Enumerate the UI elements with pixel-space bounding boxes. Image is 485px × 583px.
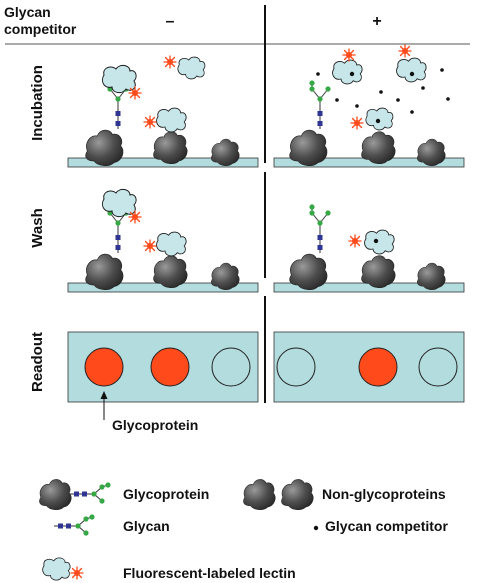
non-glycoprotein-shape: [211, 138, 240, 167]
fluorophore: [143, 115, 157, 129]
legend-lectin: Fluorescent-labeled lectin: [42, 557, 296, 581]
legend-lectin-label: Fluorescent-labeled lectin: [123, 565, 296, 581]
fluorophore: [342, 48, 356, 62]
well-empty: [418, 347, 458, 387]
glycan-competitor-dot: [375, 118, 381, 124]
glycan-icon: [53, 513, 96, 537]
glycan-competitor-dot: [409, 71, 415, 77]
plus-column-header: +: [372, 13, 381, 30]
free-competitor-dots: [316, 68, 450, 114]
readout-pointer-label: Glycoprotein: [112, 417, 198, 433]
wash-plus-panel: [273, 203, 465, 293]
well-empty: [276, 347, 316, 387]
legend-glycan-competitor-label: Glycan competitor: [325, 518, 448, 534]
fluorophore: [348, 234, 362, 248]
legend: Glycoprotein Non-glycoproteins Glycan Gl…: [39, 479, 448, 581]
glycan-chain: [308, 203, 332, 254]
non-glycoprotein-shape: [417, 138, 446, 167]
row-label-incubation: Incubation: [29, 65, 46, 141]
glycan-competitor-dot: [349, 71, 355, 77]
non-glycoprotein-shape: [211, 262, 240, 291]
glycoprotein-icon: [39, 479, 72, 511]
non-glycoprotein-shape: [361, 131, 396, 165]
lectin-shape: [364, 229, 395, 255]
incubation-plus-panel: [273, 44, 465, 168]
competitor-label-line2: competitor: [4, 21, 77, 37]
lectin-shape: [332, 59, 363, 85]
legend-non-glycoproteins-label: Non-glycoproteins: [322, 486, 446, 502]
wash-minus-panel: [67, 188, 259, 293]
readout-pointer: Glycoprotein: [100, 391, 198, 433]
fluorophore-icon: [70, 566, 84, 580]
readout-wells-minus: [84, 347, 251, 387]
glycan-icon: [69, 481, 112, 505]
legend-glycan: Glycan: [53, 513, 170, 537]
glycan-competitor-dot: [373, 238, 379, 244]
row-label-readout: Readout: [29, 332, 46, 392]
well-fluorescent: [84, 347, 124, 387]
lectin-shape: [156, 231, 187, 257]
glycoprotein-shape: [289, 129, 328, 167]
non-glycoprotein-shape: [361, 255, 396, 289]
competitor-label-line1: Glycan: [4, 4, 51, 20]
well-empty: [211, 347, 251, 387]
lectin-shape: [396, 57, 427, 83]
glycoprotein-shape: [85, 129, 124, 167]
glycan-chain: [308, 79, 332, 130]
glycoprotein-shape: [85, 253, 124, 291]
glycoprotein-shape: [289, 253, 328, 291]
legend-glycan-label: Glycan: [123, 518, 170, 534]
fluorophore: [163, 55, 177, 69]
non-glycoprotein-shape: [417, 262, 446, 291]
well-fluorescent: [358, 347, 398, 387]
readout-minus-panel: [67, 331, 259, 403]
legend-non-glycoproteins: Non-glycoproteins: [243, 479, 446, 511]
legend-glycoprotein-label: Glycoprotein: [123, 486, 209, 502]
lectin-icon: [42, 557, 71, 581]
non-glycoprotein-shape: [153, 255, 188, 289]
lectin-shape: [365, 107, 394, 131]
minus-column-header: –: [166, 13, 175, 30]
non-glycoprotein-icon: [243, 479, 276, 511]
row-label-wash: Wash: [29, 208, 46, 247]
fluorophore: [128, 210, 142, 224]
header: Glycan competitor – +: [4, 4, 470, 45]
readout-plus-panel: [273, 331, 465, 403]
legend-glycan-competitor: Glycan competitor: [313, 518, 448, 534]
non-glycoprotein-shape: [153, 131, 188, 165]
fluorophore: [350, 116, 364, 130]
glycan-competitor-icon: [313, 525, 319, 531]
fluorophore: [143, 239, 157, 253]
fluorophore: [398, 44, 412, 58]
well-fluorescent: [150, 347, 190, 387]
incubation-minus-panel: [67, 55, 259, 168]
readout-wells-plus: [276, 347, 458, 387]
lectin-shape: [156, 107, 187, 133]
lectin-shape: [177, 56, 206, 80]
fluorophore: [128, 86, 142, 100]
legend-glycoprotein: Glycoprotein: [39, 479, 209, 511]
non-glycoprotein-icon: [281, 479, 314, 511]
